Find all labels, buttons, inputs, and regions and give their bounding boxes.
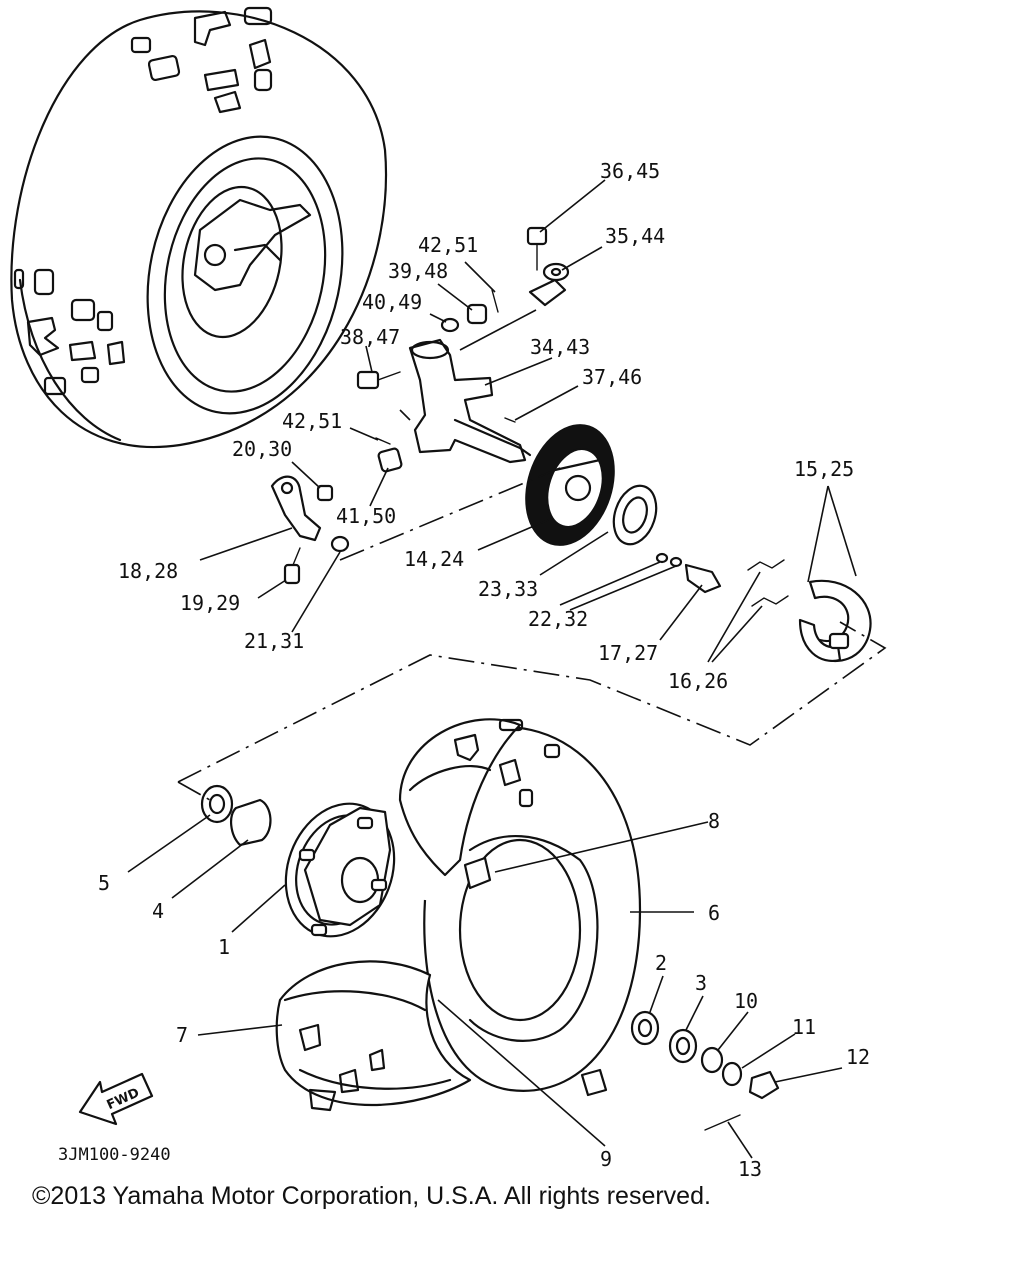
- fwd-arrow-badge: FWD: [78, 1072, 154, 1126]
- callout-1: 1: [218, 935, 230, 959]
- callout-10: 10: [734, 989, 758, 1013]
- callout-35-44: 35,44: [605, 224, 665, 248]
- callout-21-31: 21,31: [244, 629, 304, 653]
- callout-23-33: 23,33: [478, 577, 538, 601]
- exploded-wheel: [200, 718, 780, 1131]
- callout-8: 8: [708, 809, 720, 833]
- leader-lines: [127, 179, 857, 1159]
- brake-arm: [270, 475, 350, 585]
- callout-11: 11: [792, 1015, 816, 1039]
- callout-19-29: 19,29: [180, 591, 240, 615]
- callout-20-30: 20,30: [232, 437, 292, 461]
- brake-plate: [525, 424, 658, 546]
- callout-37-46: 37,46: [582, 365, 642, 389]
- callout-7: 7: [176, 1023, 188, 1047]
- drawing-code: 3JM100-9240: [58, 1145, 171, 1165]
- callout-16-26: 16,26: [668, 669, 728, 693]
- callout-22-32: 22,32: [528, 607, 588, 631]
- tread-blocks: [13, 6, 273, 396]
- brake-internals: [655, 552, 872, 663]
- callout-6: 6: [708, 901, 720, 925]
- callout-labels: 36,45 35,44 42,51 39,48 40,49 38,47 34,4…: [98, 159, 870, 1181]
- callout-15-25: 15,25: [794, 457, 854, 481]
- callout-34-43: 34,43: [530, 335, 590, 359]
- callout-9: 9: [600, 1147, 612, 1171]
- callout-36-45: 36,45: [600, 159, 660, 183]
- callout-42-51-lower: 42,51: [282, 409, 342, 433]
- callout-13: 13: [738, 1157, 762, 1181]
- callout-17-27: 17,27: [598, 641, 658, 665]
- copyright-notice: ©2013 Yamaha Motor Corporation, U.S.A. A…: [32, 1182, 711, 1210]
- callout-42-51-upper: 42,51: [418, 233, 478, 257]
- assembly-lines: [177, 409, 887, 801]
- callout-2: 2: [655, 951, 667, 975]
- callout-12: 12: [846, 1045, 870, 1069]
- callout-4: 4: [152, 899, 164, 923]
- callout-14-24: 14,24: [404, 547, 464, 571]
- callout-18-28: 18,28: [118, 559, 178, 583]
- callout-3: 3: [695, 971, 707, 995]
- callout-39-48: 39,48: [388, 259, 448, 283]
- callout-41-50: 41,50: [336, 504, 396, 528]
- knuckle-assembly: [356, 226, 570, 473]
- callout-38-47: 38,47: [340, 325, 400, 349]
- callout-40-49: 40,49: [362, 290, 422, 314]
- assembled-wheel: [10, 6, 388, 448]
- callout-5: 5: [98, 871, 110, 895]
